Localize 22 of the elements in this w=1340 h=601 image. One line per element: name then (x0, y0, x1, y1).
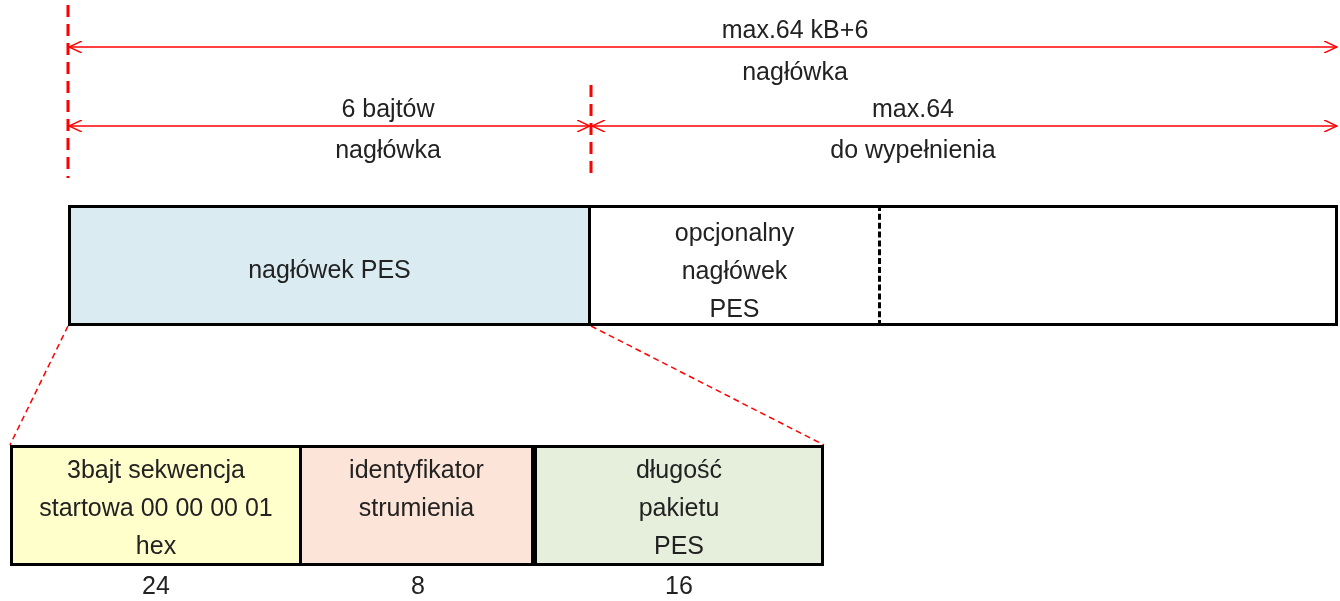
length-field (534, 445, 824, 566)
bit-count: 16 (665, 570, 693, 600)
dimension-label: max.64 (872, 93, 954, 123)
field-label: 3bajt sekwencja startowa 00 00 00 01 hex (38, 454, 274, 561)
optional-header-field (591, 205, 881, 326)
stream-id-field (302, 445, 534, 566)
dimension-label: do wypełnienia (830, 134, 996, 164)
field-label: nagłówek PES (248, 254, 411, 285)
dimension-label: max.64 kB+6 (721, 14, 869, 44)
dimension-label: nagłówka (335, 134, 441, 164)
field-label: identyfikator strumienia (348, 454, 485, 523)
dimension-label: nagłówka (742, 56, 848, 86)
field-label: długość pakietu PES (634, 454, 724, 561)
bit-count: 8 (411, 570, 425, 600)
payload-field (881, 205, 1338, 326)
start-code-field (10, 445, 302, 566)
zoom-line (9, 325, 69, 446)
zoom-line (590, 325, 825, 446)
dimension-label: 6 bajtów (341, 93, 435, 123)
field-label: opcjonalny nagłówek PES (673, 217, 796, 324)
bit-count: 24 (142, 570, 170, 600)
header-field (68, 205, 591, 326)
